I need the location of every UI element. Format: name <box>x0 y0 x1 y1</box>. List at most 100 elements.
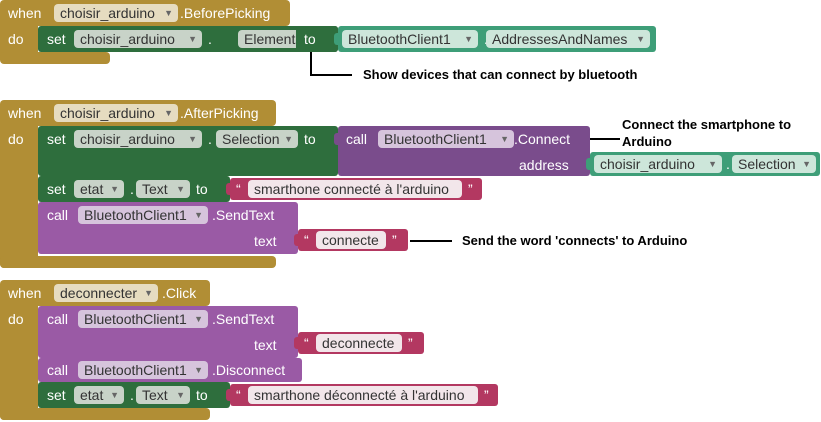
chevron-down-icon: ▼ <box>110 390 119 400</box>
to-keyword: to <box>304 131 316 147</box>
event-side-after-picking <box>0 122 38 268</box>
event-component-label: choisir_arduino <box>60 105 155 121</box>
chevron-down-icon: ▼ <box>176 184 185 194</box>
call-component-dropdown[interactable]: BluetoothClient1 ▼ <box>78 361 208 379</box>
text-value-field[interactable]: smarthone connecté à l'arduino <box>248 180 462 198</box>
call-disconnect-block[interactable]: call BluetoothClient1▼ .Disconnect <box>38 358 302 382</box>
set-property-dropdown[interactable]: Selection ▼ <box>216 130 298 148</box>
set-property-label: Text <box>142 387 168 403</box>
puzzle-tab <box>294 337 300 349</box>
chevron-down-icon: ▼ <box>194 365 203 375</box>
text-value-field[interactable]: connecte <box>316 231 386 249</box>
set-component-dropdown[interactable]: choisir_arduino▼ <box>74 130 202 148</box>
to-keyword: to <box>196 387 208 403</box>
event-footer-click <box>0 408 210 420</box>
call-component-label: BluetoothClient1 <box>384 131 487 147</box>
block-before-picking[interactable]: when choisir_arduino▼ .BeforePicking do <box>0 0 290 64</box>
event-component-dropdown[interactable]: choisir_arduino▼ <box>54 4 178 22</box>
dot-label: . <box>726 156 730 172</box>
set-selection-block[interactable]: set choisir_arduino▼ . Selection ▼ to <box>38 126 338 176</box>
call-keyword: call <box>47 362 69 378</box>
quote-open: “ <box>304 335 309 351</box>
text-string-disconnected[interactable]: “ smarthone déconnecté à l'arduino ” <box>226 384 498 406</box>
getter-component-dropdown[interactable]: BluetoothClient1▼ <box>342 30 478 48</box>
call-component-dropdown[interactable]: BluetoothClient1▼ <box>78 310 208 328</box>
annotation-connect-line1: Connect the smartphone to <box>622 117 792 132</box>
call-component-dropdown[interactable]: BluetoothClient1▼ <box>78 206 208 224</box>
text-label: text <box>254 233 277 249</box>
quote-open: “ <box>236 387 241 403</box>
chevron-down-icon: ▼ <box>708 159 717 169</box>
call-component-dropdown[interactable]: BluetoothClient1 ▼ <box>378 130 514 148</box>
text-value-field[interactable]: deconnecte <box>316 334 402 352</box>
set-component-dropdown[interactable]: etat ▼ <box>74 386 124 404</box>
puzzle-tab <box>294 234 300 246</box>
set-property-label: Selection <box>222 131 280 147</box>
text-value: smarthone déconnecté à l'arduino <box>254 387 465 403</box>
when-keyword: when <box>8 5 42 21</box>
annotation-send: Send the word 'connects' to Arduino <box>462 233 688 248</box>
chevron-down-icon: ▼ <box>500 134 509 144</box>
set-property-dropdown[interactable]: Text▼ <box>136 180 190 198</box>
call-component-label: BluetoothClient1 <box>84 362 187 378</box>
text-string-deconnecte[interactable]: “ deconnecte ” <box>294 332 424 354</box>
chevron-down-icon: ▼ <box>144 288 153 298</box>
quote-open: “ <box>236 181 241 197</box>
call-component-label: BluetoothClient1 <box>84 207 187 223</box>
chevron-down-icon: ▼ <box>284 134 293 144</box>
set-etat-text-block-2[interactable]: set etat▼ . Text▼ to <box>38 382 230 408</box>
set-component-label: etat <box>80 387 104 403</box>
set-etat-text-block[interactable]: set etat▼ . Text▼ to <box>38 176 230 202</box>
bluetooth-addresses-getter[interactable]: BluetoothClient1▼ . AddressesAndNames ▼ <box>334 26 656 52</box>
address-component-dropdown[interactable]: choisir_arduino ▼ <box>594 155 722 173</box>
note-line-v <box>310 52 312 76</box>
dot-label: . <box>130 181 134 197</box>
note-line-h <box>310 74 352 76</box>
chevron-down-icon: ▼ <box>110 184 119 194</box>
event-component-dropdown[interactable]: deconnecter ▼ <box>54 284 158 302</box>
note-connect-line <box>590 138 620 140</box>
address-property-label: Selection <box>738 156 796 172</box>
quote-close: ” <box>408 335 413 351</box>
set-elements-block[interactable]: set choisir_arduino▼ . Elements▼ <box>38 26 338 52</box>
annotation-connect-line2: Arduino <box>622 134 672 149</box>
to-connector <box>296 26 338 52</box>
text-value: smarthone connecté à l'arduino <box>254 181 449 197</box>
chevron-down-icon: ▼ <box>636 34 645 44</box>
text-value-field[interactable]: smarthone déconnecté à l'arduino <box>248 386 478 404</box>
set-keyword: set <box>47 131 66 147</box>
getter-property-dropdown[interactable]: AddressesAndNames ▼ <box>486 30 650 48</box>
address-property-dropdown[interactable]: Selection▼ <box>732 155 816 173</box>
dot-label: . <box>484 30 488 48</box>
chevron-down-icon: ▼ <box>188 34 197 44</box>
dot-label: . <box>208 131 212 147</box>
address-component-label: choisir_arduino <box>600 156 695 172</box>
text-value: connecte <box>322 232 379 248</box>
text-string-connected[interactable]: “ smarthone connecté à l'arduino ” <box>226 178 482 200</box>
puzzle-tab <box>334 133 340 145</box>
call-sendtext-block[interactable]: call BluetoothClient1▼ .SendText text <box>38 202 298 254</box>
address-getter-block[interactable]: choisir_arduino ▼ . Selection▼ <box>586 152 820 176</box>
set-component-dropdown[interactable]: etat▼ <box>74 180 124 198</box>
call-connect-block[interactable]: call BluetoothClient1▼ .Connect address <box>334 126 590 176</box>
event-component-dropdown[interactable]: choisir_arduino ▼ <box>54 104 178 122</box>
call-keyword: call <box>346 131 368 147</box>
chevron-down-icon: ▼ <box>164 108 173 118</box>
set-component-label: choisir_arduino <box>80 131 175 147</box>
getter-component-label: BluetoothClient1 <box>348 31 451 47</box>
event-name: .AfterPicking <box>180 105 259 121</box>
text-value: deconnecte <box>322 335 395 351</box>
text-string-connecte[interactable]: “ connecte ” <box>294 229 408 251</box>
call-sendtext-block-2[interactable]: call BluetoothClient1▼ .SendText text <box>38 306 298 358</box>
do-keyword: do <box>8 311 24 327</box>
note-send-line <box>410 240 452 242</box>
when-keyword: when <box>8 285 42 301</box>
do-keyword: do <box>8 131 24 147</box>
dot-label: . <box>208 31 212 47</box>
address-label: address <box>519 157 569 173</box>
getter-property-label: AddressesAndNames <box>492 31 628 47</box>
set-property-dropdown[interactable]: Text▼ <box>136 386 190 404</box>
event-component-label: deconnecter <box>60 285 138 301</box>
set-component-dropdown[interactable]: choisir_arduino▼ <box>74 30 202 48</box>
quote-open: “ <box>304 232 309 248</box>
